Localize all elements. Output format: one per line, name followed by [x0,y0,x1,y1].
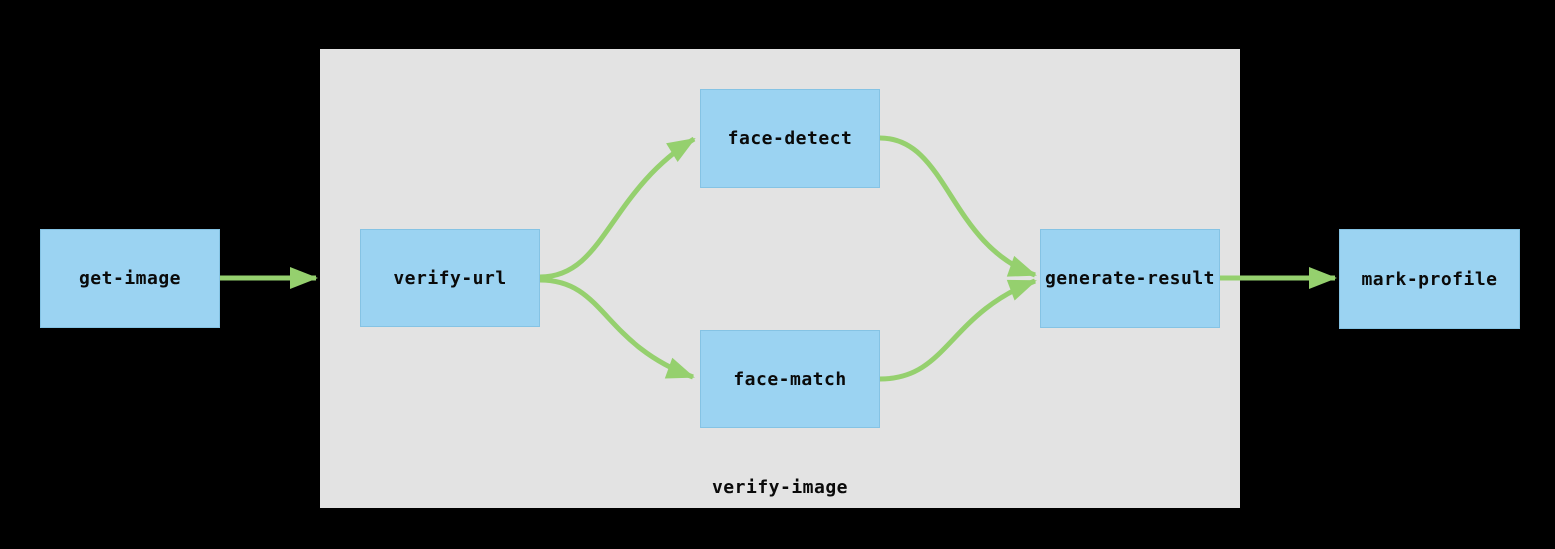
node-verify-url[interactable]: verify-url [360,229,540,327]
group-verify-image-label: verify-image [711,477,849,498]
node-generate-result[interactable]: generate-result [1040,229,1220,328]
node-face-detect[interactable]: face-detect [700,89,880,188]
node-mark-profile[interactable]: mark-profile [1339,229,1520,329]
node-face-match[interactable]: face-match [700,330,880,428]
node-get-image[interactable]: get-image [40,229,220,328]
